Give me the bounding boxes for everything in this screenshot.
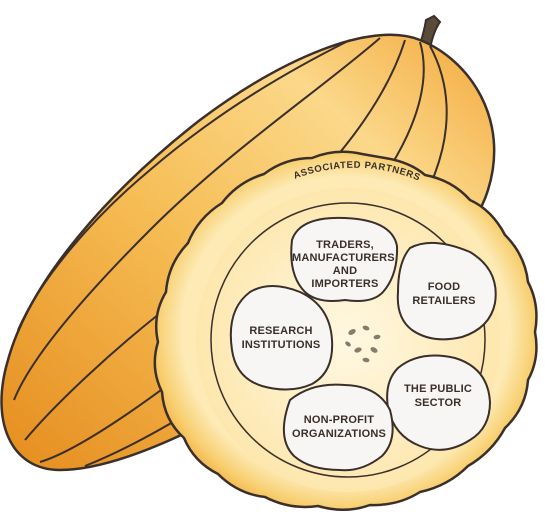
cocoa-slice: ASSOCIATED PARTNERS TRADERS,MANUFACTURER… <box>153 150 538 511</box>
seed-cluster <box>345 325 381 363</box>
